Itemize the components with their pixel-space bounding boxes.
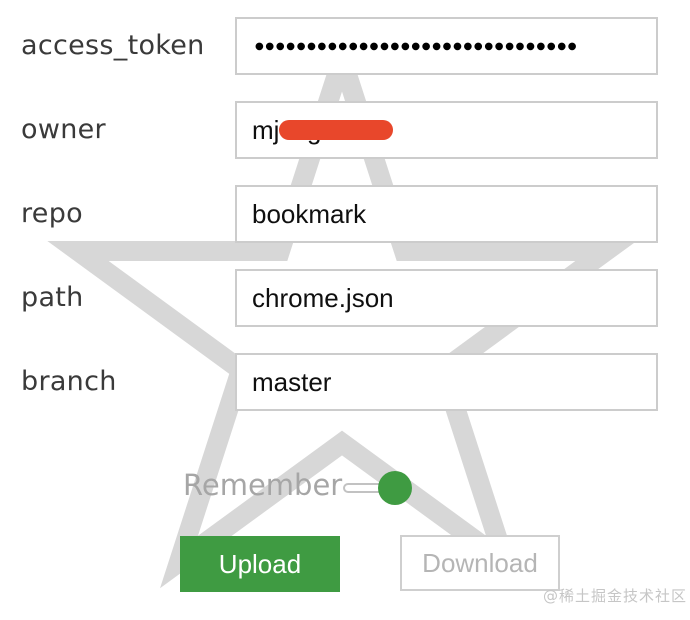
repo-input[interactable]: bookmark xyxy=(235,185,658,243)
redaction-marker xyxy=(279,120,393,140)
access-token-input[interactable]: ●●●●●●●●●●●●●●●●●●●●●●●●●●●●●●● xyxy=(235,17,658,75)
path-row: path chrome.json xyxy=(0,269,690,327)
owner-input[interactable]: mj g xyxy=(235,101,658,159)
masked-token-value: ●●●●●●●●●●●●●●●●●●●●●●●●●●●●●●● xyxy=(255,40,579,52)
toggle-knob-on xyxy=(378,471,412,505)
access-token-label: access_token xyxy=(21,30,205,61)
owner-row: owner mj g xyxy=(0,101,690,159)
branch-row: branch master xyxy=(0,353,690,411)
access-token-row: access_token ●●●●●●●●●●●●●●●●●●●●●●●●●●●… xyxy=(0,17,690,75)
owner-visible-value: mj xyxy=(252,114,280,145)
path-input[interactable]: chrome.json xyxy=(235,269,658,327)
path-label: path xyxy=(21,282,84,313)
repo-row: repo bookmark xyxy=(0,185,690,243)
remember-label: Remember xyxy=(183,468,343,502)
remember-toggle[interactable] xyxy=(343,471,413,506)
upload-button[interactable]: Upload xyxy=(180,536,340,592)
branch-label: branch xyxy=(21,366,117,397)
branch-value: master xyxy=(252,366,332,397)
download-button[interactable]: Download xyxy=(400,535,560,591)
juejin-watermark: @稀土掘金技术社区 xyxy=(542,587,687,605)
path-value: chrome.json xyxy=(252,282,394,313)
repo-label: repo xyxy=(21,198,83,229)
owner-label: owner xyxy=(21,114,106,145)
repo-value: bookmark xyxy=(252,198,367,229)
branch-input[interactable]: master xyxy=(235,353,658,411)
